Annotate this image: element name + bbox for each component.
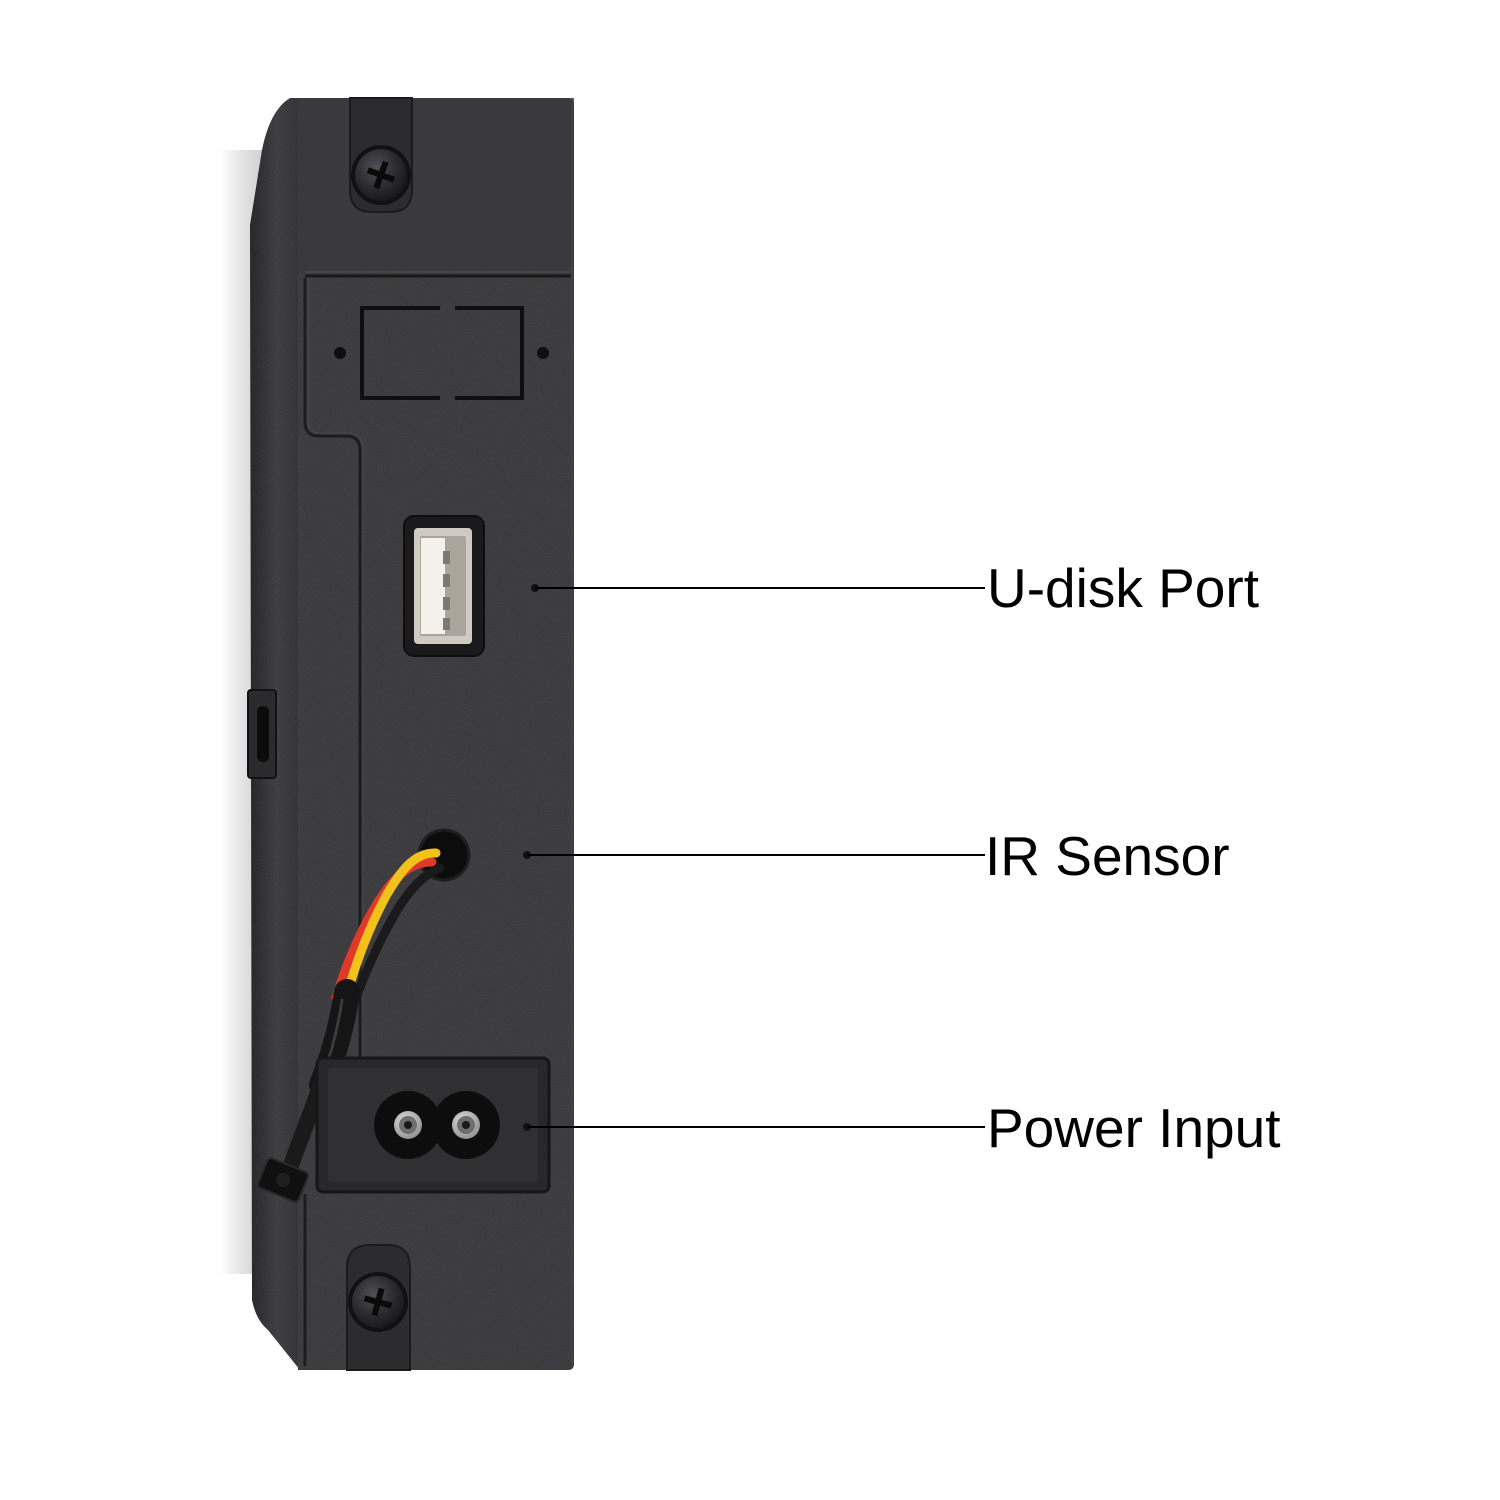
callout-label: IR Sensor [985,825,1230,887]
frame-left-bracket [360,306,440,400]
embossed-frame [334,306,549,400]
ir-receiver-lens [276,1173,290,1187]
usb-insert [421,538,445,634]
callout-label: Power Input [987,1097,1281,1159]
device [220,97,574,1371]
phillips-cross-icon [363,1287,393,1317]
frame-left-dot [334,347,346,359]
callout-ir-sensor: IR Sensor [523,825,1230,887]
callout-label: U-disk Port [987,557,1259,619]
panel-crease-highlight [307,280,364,1058]
screw-bottom [348,1272,408,1332]
ir-receiver-head [256,1157,310,1203]
usb-contact [443,618,450,630]
usb-contact [443,597,450,610]
side-bracket [247,689,277,779]
panel-crease [303,278,362,1058]
top-raised-band [298,98,574,274]
wire-black [351,863,445,1003]
callout-u-disk-port: U-disk Port [531,557,1259,619]
wire-yellow [341,848,441,1003]
frame-right-dot [537,347,549,359]
socket-pin-left-center [404,1121,412,1129]
screw-top [351,145,411,205]
usb-contact [443,574,450,587]
callout-power-input: Power Input [523,1097,1281,1159]
frame-right-bracket [455,306,524,400]
power-input-socket [315,1056,551,1194]
usb-contact [443,551,450,564]
usb-port [403,515,485,657]
ir-sensor-cable [256,848,445,1203]
side-bracket-hole [257,706,269,762]
socket-pin-right-center [462,1121,470,1129]
phillips-cross-icon [366,160,396,190]
